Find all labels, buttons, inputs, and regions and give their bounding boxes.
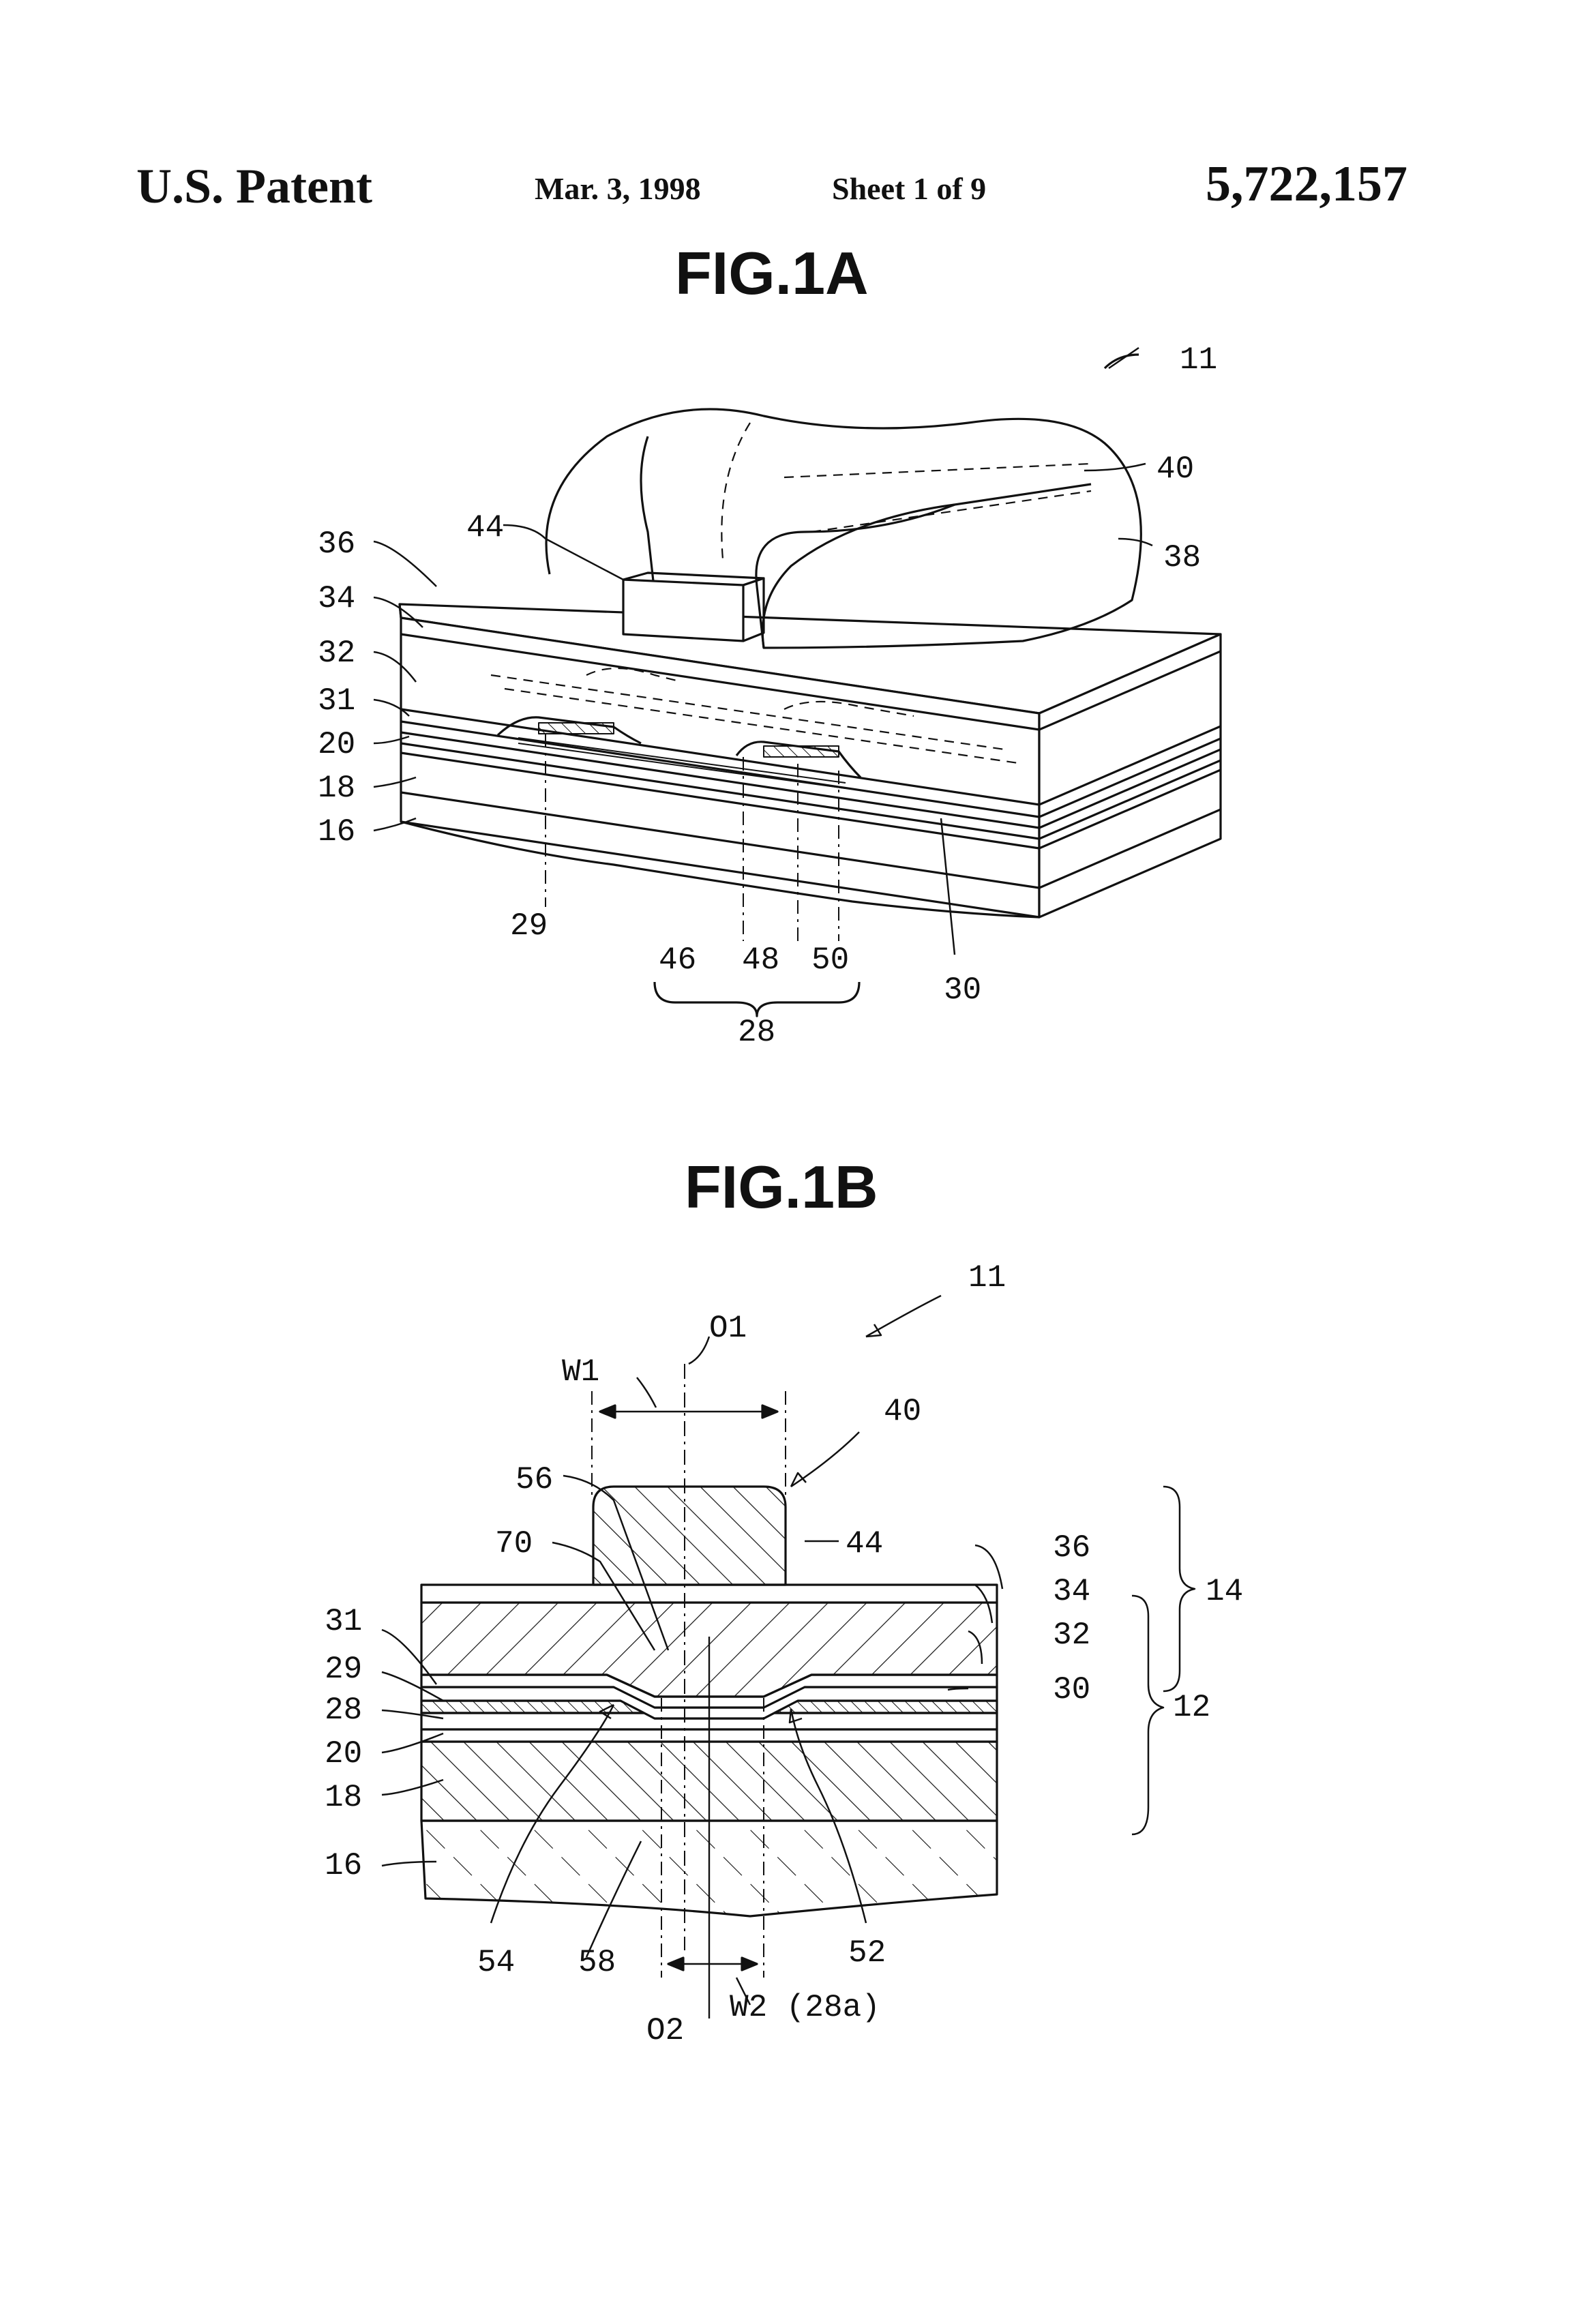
fig1a-label-44: 44: [466, 510, 504, 546]
fig1a-drawing: [374, 348, 1221, 1016]
fig1b-label-30: 30: [1053, 1672, 1090, 1708]
fig1a-label-34: 34: [318, 581, 355, 616]
fig1a-label-28: 28: [738, 1015, 775, 1050]
fig1a-label-20: 20: [318, 727, 355, 762]
fig1b-label-11: 11: [968, 1260, 1006, 1296]
fig1b-label-32: 32: [1053, 1618, 1090, 1653]
fig1b-label-28: 28: [325, 1693, 362, 1728]
fig1a-label-11: 11: [1180, 342, 1217, 378]
fig1a-label-30: 30: [944, 972, 981, 1008]
fig1b-label-w2: W2 (28a): [730, 1990, 880, 2025]
fig1b-label-58: 58: [578, 1945, 616, 1980]
fig1a-label-16: 16: [318, 814, 355, 850]
fig1b-label-w1: W1: [562, 1354, 599, 1390]
fig1a-label-29: 29: [510, 908, 548, 944]
fig1a-label-31: 31: [318, 683, 355, 719]
fig1a-label-36: 36: [318, 526, 355, 562]
fig1b-label-14: 14: [1206, 1574, 1243, 1609]
fig1b-label-44: 44: [846, 1526, 883, 1562]
fig1b-label-54: 54: [477, 1945, 515, 1980]
fig1a-label-50: 50: [811, 942, 849, 978]
fig1b-label-70: 70: [495, 1526, 533, 1562]
fig1b-label-56: 56: [516, 1462, 553, 1498]
fig1b-label-36: 36: [1053, 1530, 1090, 1566]
fig1a-label-18: 18: [318, 771, 355, 806]
fig1b-label-31: 31: [325, 1604, 362, 1639]
fig1a-label-40: 40: [1156, 451, 1194, 487]
fig1b-label-12: 12: [1173, 1690, 1210, 1725]
fig1a-label-38: 38: [1163, 540, 1201, 576]
fig1b-label-16: 16: [325, 1848, 362, 1883]
fig1b-label-o2: O2: [646, 2013, 684, 2049]
fig1b-drawing: [382, 1296, 1195, 2018]
fig1b-label-34: 34: [1053, 1574, 1090, 1609]
fig1b-label-o1: O1: [709, 1311, 747, 1346]
fig1b-label-40: 40: [884, 1394, 921, 1429]
fig1b-label-18: 18: [325, 1780, 362, 1815]
fig1a-label-32: 32: [318, 636, 355, 671]
fig1b-label-20: 20: [325, 1736, 362, 1772]
fig1b-label-52: 52: [848, 1935, 886, 1971]
fig1a-label-48: 48: [742, 942, 779, 978]
fig1a-label-46: 46: [659, 942, 696, 978]
fig1b-label-29: 29: [325, 1652, 362, 1687]
